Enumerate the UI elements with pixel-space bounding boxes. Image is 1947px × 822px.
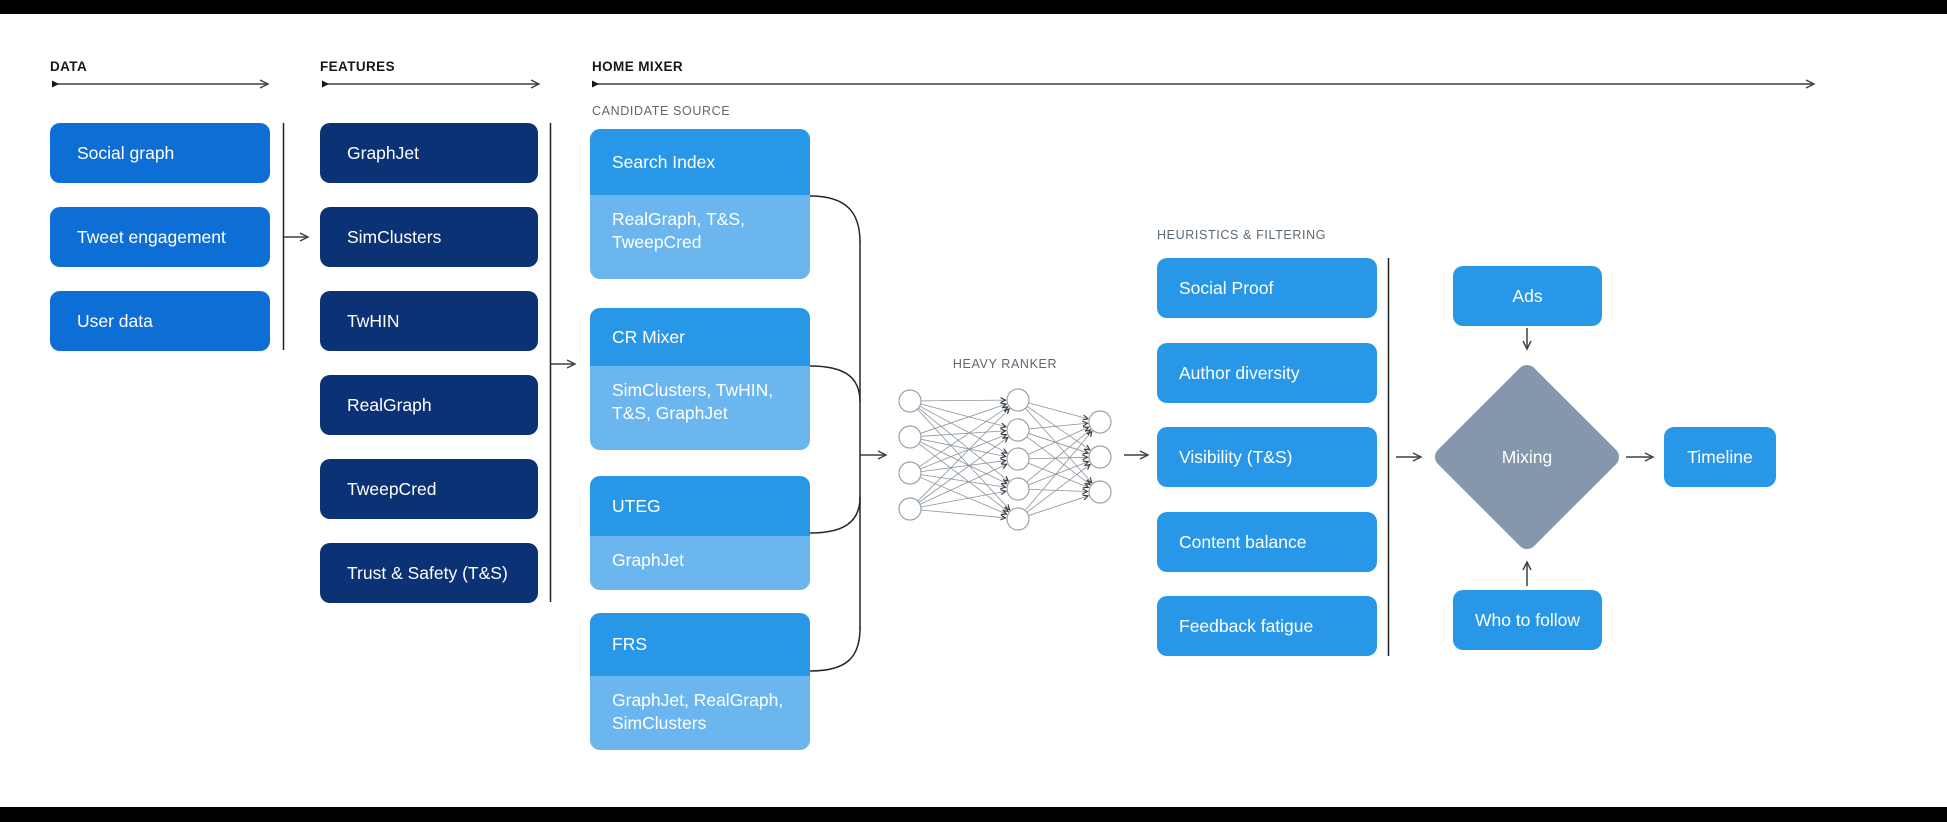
filter-node-social-proof: Social Proof [1157,258,1377,318]
candidate-card-title: FRS [590,613,810,676]
feature-node-realgraph: RealGraph [320,375,538,435]
candidate-card-sub: SimClusters, TwHIN, T&S, GraphJet [590,366,810,450]
candidate-collector-curves [809,195,861,672]
candidate-card-sub: RealGraph, T&S, TweepCred [590,195,810,279]
section-title-home-mixer: HOME MIXER [592,59,684,74]
section-title-data: DATA [50,59,88,74]
data-node-tweet-engagement: Tweet engagement [50,207,270,267]
feature-node-graphjet: GraphJet [320,123,538,183]
neural-network-illustration [898,388,1112,531]
candidate-card-sub: GraphJet [590,536,810,590]
filter-node-content-balance: Content balance [1157,512,1377,572]
candidate-card-title: UTEG [590,476,810,536]
data-node-social-graph: Social graph [50,123,270,183]
feature-node-simclusters: SimClusters [320,207,538,267]
candidate-card-uteg: UTEG GraphJet [590,476,810,590]
filter-node-visibility: Visibility (T&S) [1157,427,1377,487]
data-node-user-data: User data [50,291,270,351]
feature-node-twhin: TwHIN [320,291,538,351]
mixing-diamond-label: Mixing [1501,446,1553,467]
candidate-card-sub: GraphJet, RealGraph, SimClusters [590,676,810,750]
candidate-card-search-index: Search Index RealGraph, T&S, TweepCred [590,129,810,279]
top-letterbox-bar [0,0,1947,14]
flow-arrows [284,232,1655,586]
filter-node-feedback-fatigue: Feedback fatigue [1157,596,1377,656]
feature-node-tweepcred: TweepCred [320,459,538,519]
feature-node-trust-safety: Trust & Safety (T&S) [320,543,538,603]
heuristics-filtering-label: HEURISTICS & FILTERING [1157,228,1327,242]
mixing-input-ads: Ads [1453,266,1602,326]
heavy-ranker-label: HEAVY RANKER [952,357,1058,371]
candidate-card-title: Search Index [590,129,810,195]
filter-node-author-diversity: Author diversity [1157,343,1377,403]
candidate-card-cr-mixer: CR Mixer SimClusters, TwHIN, T&S, GraphJ… [590,308,810,450]
candidate-card-frs: FRS GraphJet, RealGraph, SimClusters [590,613,810,750]
candidate-source-label: CANDIDATE SOURCE [592,104,731,118]
candidate-card-title: CR Mixer [590,308,810,366]
column-separator-lines [282,123,1390,656]
bottom-letterbox-bar [0,807,1947,822]
output-node-timeline: Timeline [1664,427,1776,487]
section-title-features: FEATURES [320,59,395,74]
mixing-input-who-to-follow: Who to follow [1453,590,1602,650]
